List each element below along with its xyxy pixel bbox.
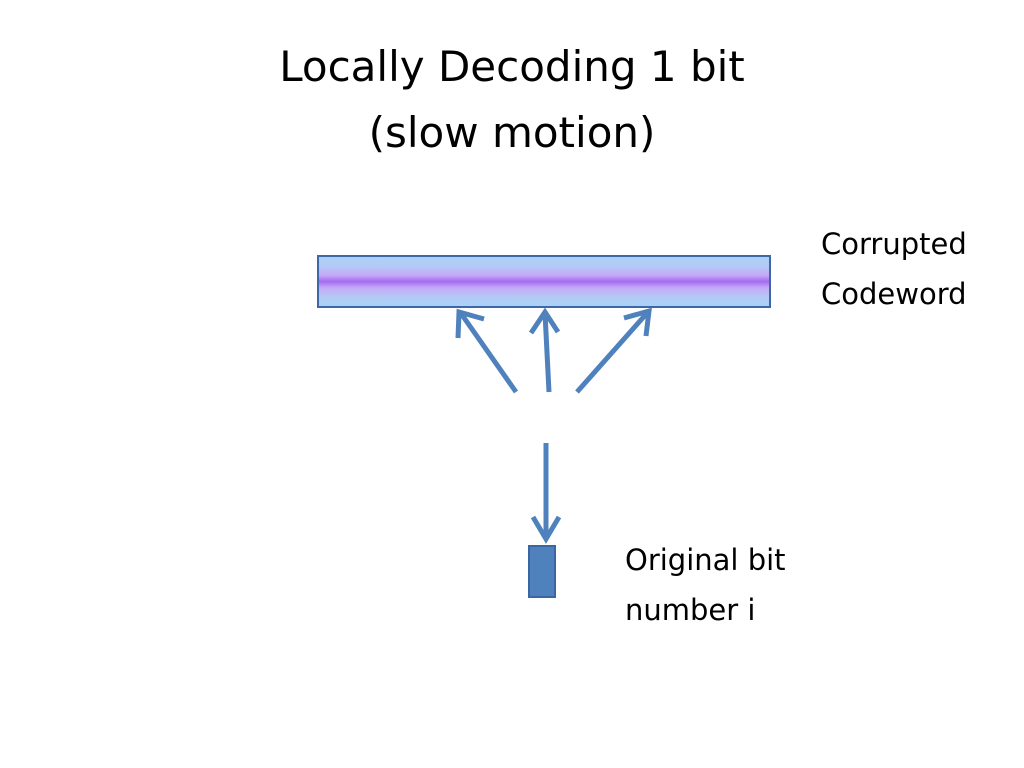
corrupted-codeword-label: Corrupted Codeword [821,219,967,319]
original-bit-label: Original bit number i [625,535,786,635]
title-line-1: Locally Decoding 1 bit [279,42,745,91]
codeword-label-line-2: Codeword [821,277,967,311]
bit-label-line-2: number i [625,593,756,627]
codeword-label-line-1: Corrupted [821,227,967,261]
output-arrow-down [530,443,562,544]
query-arrow-middle [528,307,561,393]
bit-label-line-1: Original bit [625,543,786,577]
query-arrow-right [575,307,652,394]
query-arrow-left [455,308,519,394]
original-bit-box [528,545,556,598]
slide-title: Locally Decoding 1 bit (slow motion) [0,34,1024,166]
corrupted-codeword-bar [317,255,771,308]
title-line-2: (slow motion) [368,108,656,157]
